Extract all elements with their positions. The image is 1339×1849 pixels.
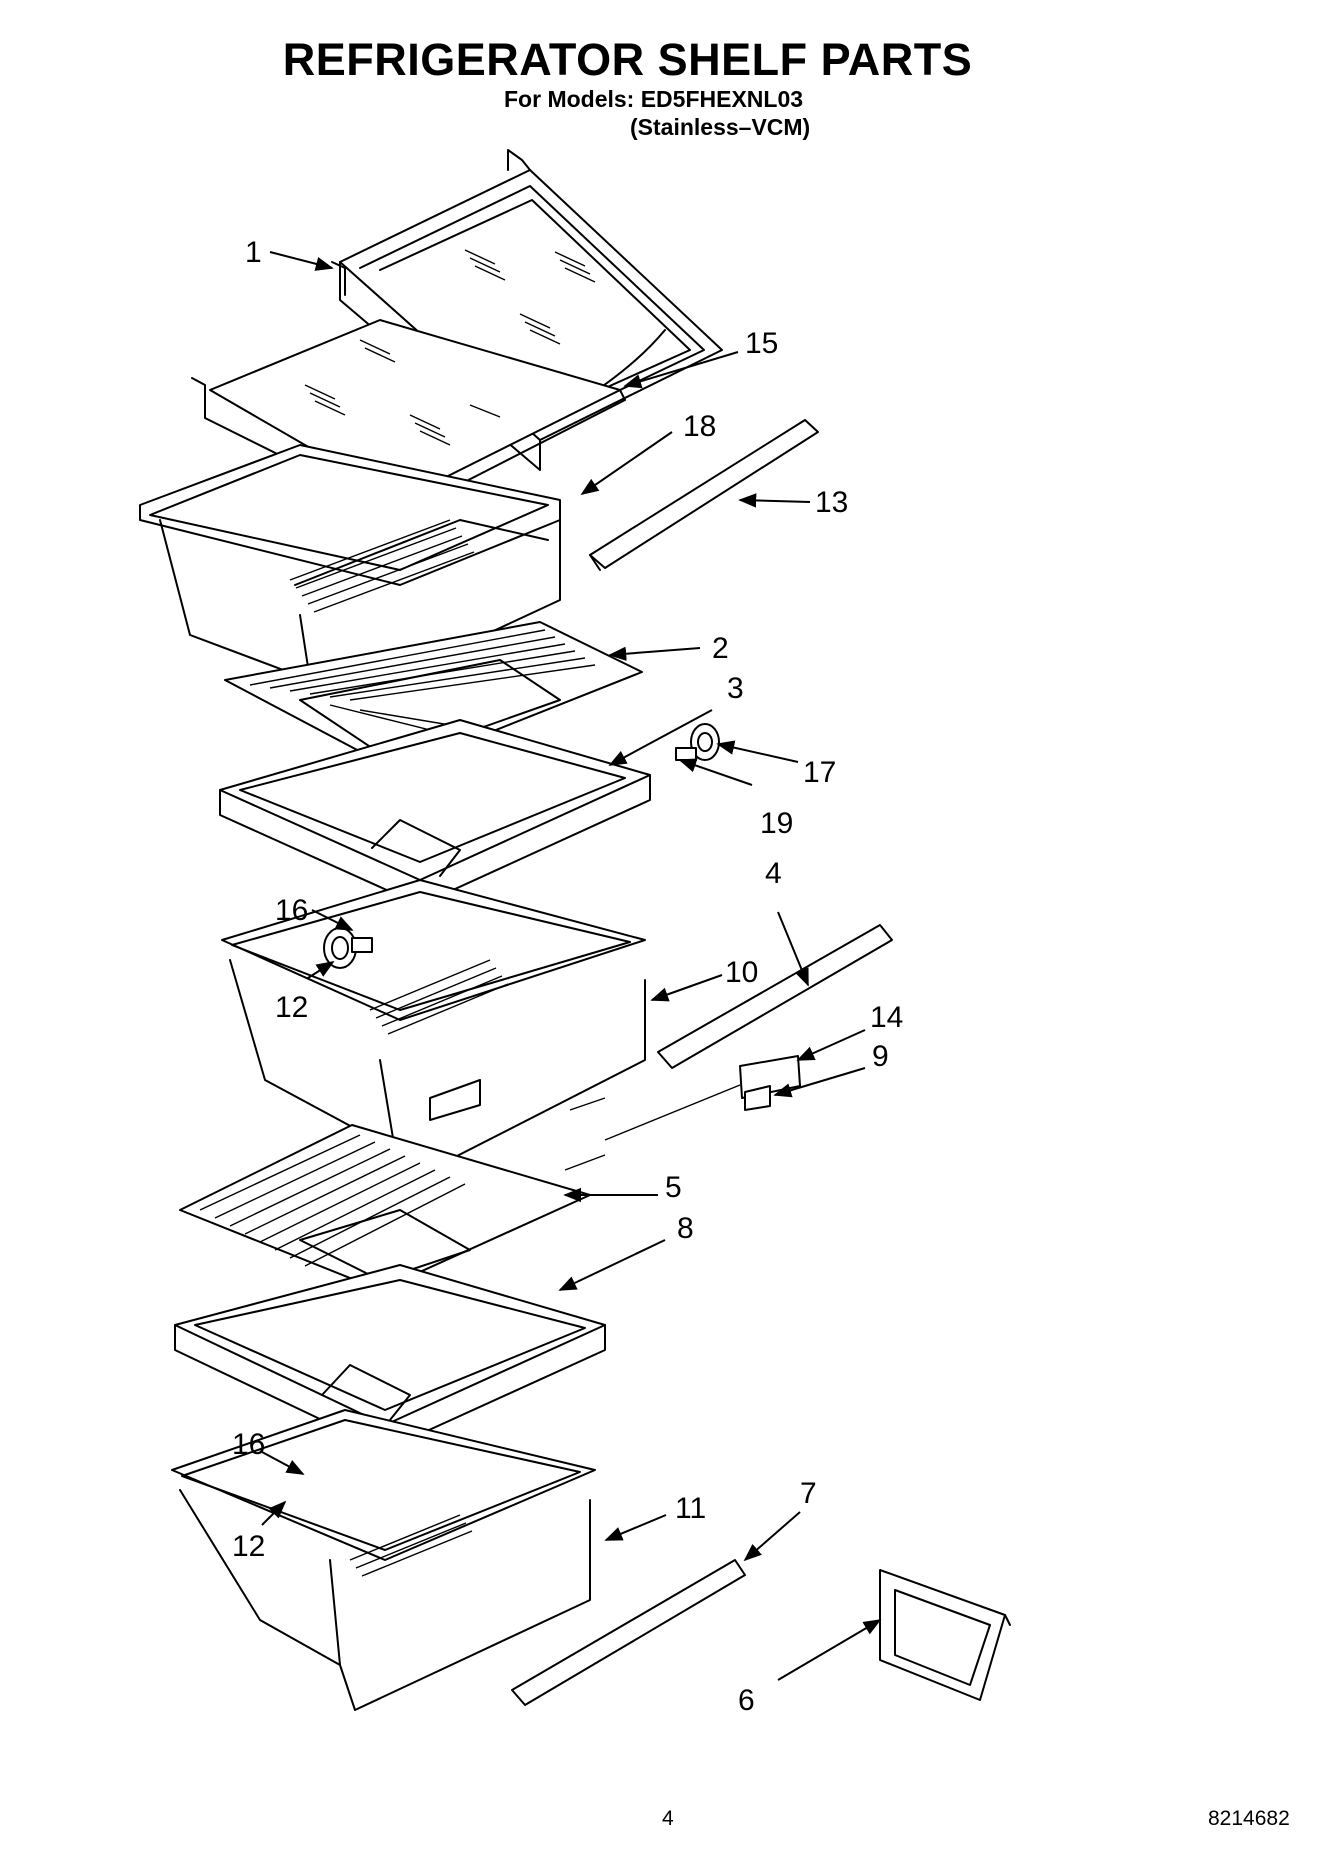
callout-12-upper: 12 — [275, 991, 308, 1024]
part-18-crisper-pan — [139, 444, 561, 701]
callout-3: 3 — [727, 672, 744, 705]
page-title: REFRIGERATOR SHELF PARTS — [282, 34, 973, 85]
part-10-crisper-pan — [221, 879, 646, 1181]
part-14-9-clips — [739, 1055, 801, 1111]
callout-1: 1 — [245, 236, 262, 269]
callout-6: 6 — [738, 1684, 755, 1717]
callout-12-lower: 12 — [232, 1530, 265, 1563]
part-17-roller — [675, 723, 720, 761]
callout-7: 7 — [800, 1477, 817, 1510]
leader-arrows — [261, 251, 882, 1681]
callout-9: 9 — [872, 1040, 889, 1073]
callout-16-upper: 16 — [275, 894, 308, 927]
callout-2: 2 — [712, 632, 729, 665]
callout-13: 13 — [815, 486, 848, 519]
models-line: For Models: ED5FHEXNL03 — [504, 86, 804, 112]
part-3-cover-frame — [219, 719, 651, 906]
callout-8: 8 — [677, 1212, 694, 1245]
part-4-rail — [657, 924, 893, 1069]
callout-16-lower: 16 — [232, 1428, 265, 1461]
callout-14: 14 — [870, 1001, 903, 1034]
part-13-rail — [589, 419, 819, 571]
callout-4: 4 — [765, 857, 782, 890]
page-number: 4 — [662, 1807, 674, 1830]
callout-15: 15 — [745, 327, 778, 360]
part-8-cover-frame — [174, 1264, 606, 1451]
part-5-crisper-cover — [179, 1124, 591, 1291]
callout-19: 19 — [760, 807, 793, 840]
callout-18: 18 — [683, 410, 716, 443]
variant-line: (Stainless–VCM) — [630, 114, 811, 140]
callout-labels: 1 15 18 13 2 3 17 19 4 16 12 10 14 9 5 8… — [232, 236, 903, 1717]
callout-11: 11 — [675, 1492, 706, 1525]
part-11-crisper-pan — [171, 1409, 596, 1711]
callout-5: 5 — [665, 1171, 682, 1204]
callout-10: 10 — [725, 956, 758, 989]
callout-17: 17 — [803, 756, 836, 789]
part-7-rail — [511, 1559, 746, 1706]
document-number: 8214682 — [1208, 1807, 1290, 1830]
part-6-label-plate — [879, 1569, 1011, 1701]
